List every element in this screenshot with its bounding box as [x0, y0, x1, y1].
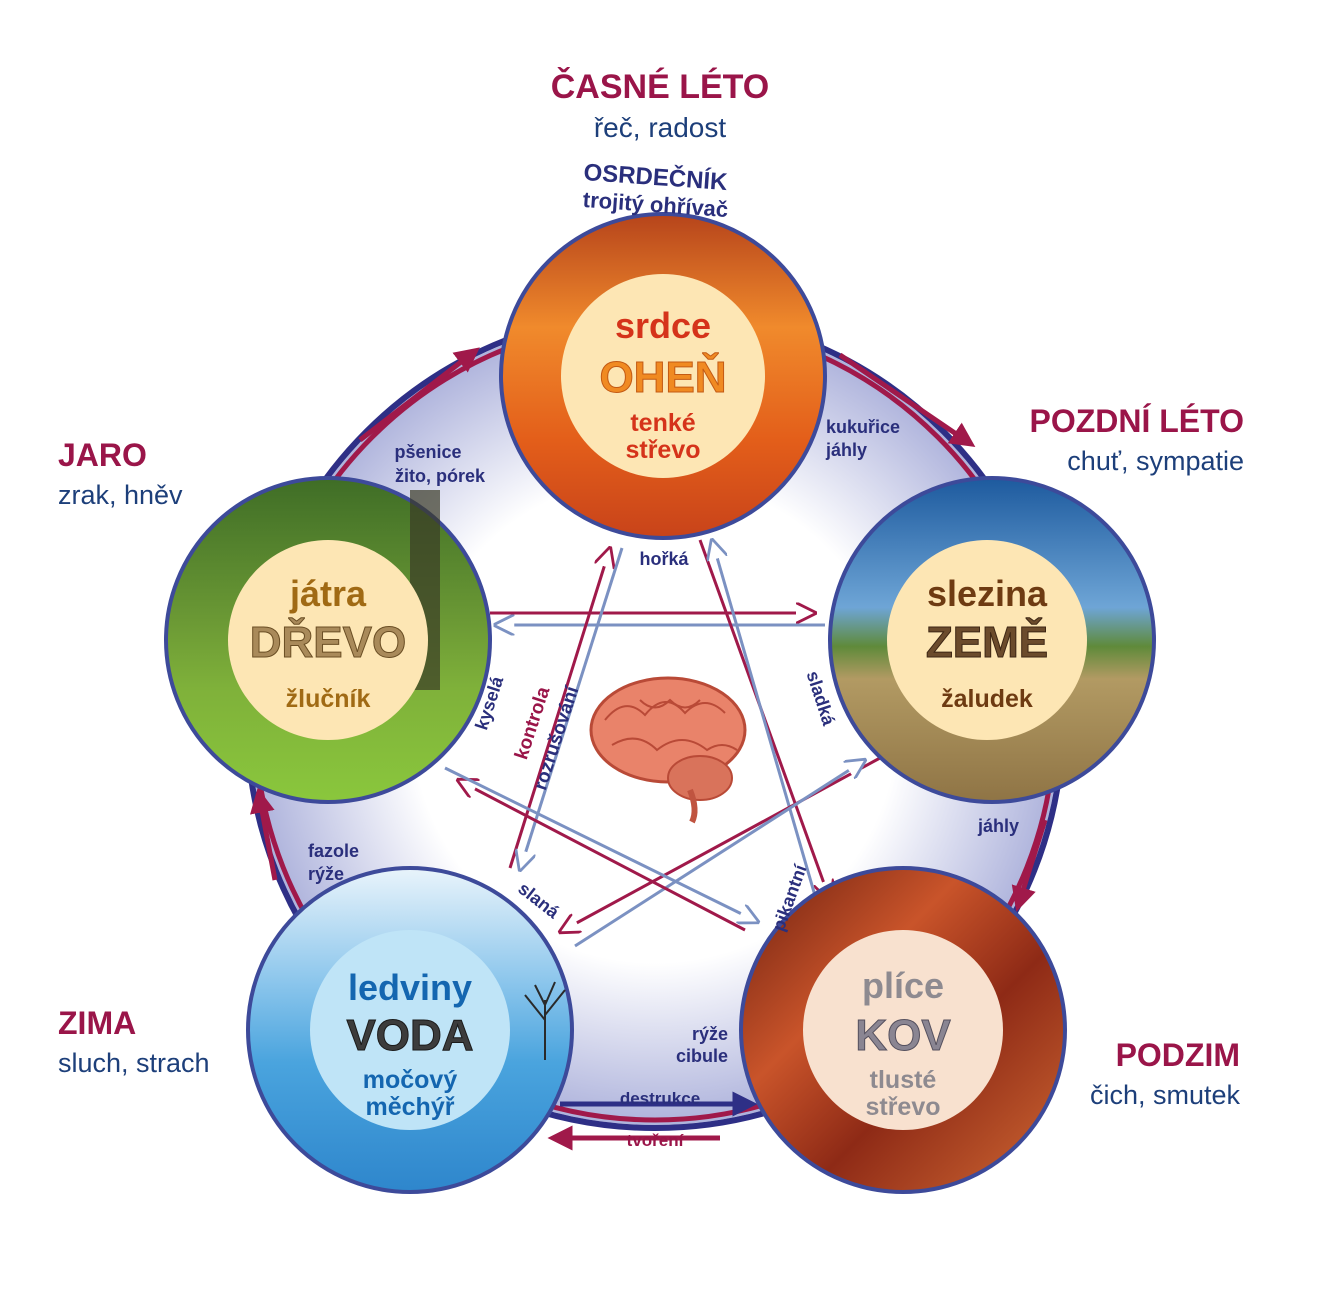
water-organ: ledviny [348, 967, 472, 1008]
wood-circle-center [228, 540, 428, 740]
water-paired1: močový [363, 1066, 458, 1094]
food-wood-fire-1: pšenice [394, 442, 461, 462]
food-metal-water-1: rýže [692, 1024, 728, 1044]
season-autumn: PODZIM [1116, 1037, 1240, 1073]
senses-late-summer: chuť, sympatie [1067, 446, 1244, 476]
food-earth-metal-1: jáhly [977, 816, 1019, 836]
senses-early-summer: řeč, radost [594, 112, 726, 143]
food-water-wood-1: fazole [308, 841, 359, 861]
season-winter: ZIMA [58, 1005, 136, 1041]
element-wood: játra DŘEVO žlučník [164, 476, 492, 804]
fire-element: OHEŇ [599, 352, 726, 402]
fire-paired2: střevo [625, 436, 700, 464]
element-fire: srdce OHEŇ tenké střevo [499, 212, 827, 540]
water-circle-center [310, 930, 510, 1130]
food-wood-fire-2: žito, pórek [395, 466, 486, 486]
metal-circle-center [803, 930, 1003, 1130]
senses-autumn: čich, smutek [1090, 1080, 1241, 1110]
control-arrow-metal-wood [458, 780, 746, 932]
brain-illustration [589, 676, 747, 824]
wood-element: DŘEVO [250, 617, 406, 667]
ring-arrows [250, 347, 1048, 1151]
season-late-summer: POZDNÍ LÉTO [1029, 403, 1244, 439]
fire-paired1: tenké [630, 409, 695, 437]
disrupt-arrow-metal-fire [712, 540, 820, 907]
metal-paired2: střevo [865, 1093, 940, 1121]
earth-organ: slezina [927, 573, 1048, 614]
label-creation: tvoření [627, 1131, 685, 1150]
element-earth: slezina ZEMĚ žaludek [828, 476, 1156, 804]
food-metal-water-2: cibule [676, 1046, 728, 1066]
food-water-wood-2: rýže [308, 864, 344, 884]
earth-paired1: žaludek [941, 685, 1033, 713]
metal-element: KOV [855, 1011, 951, 1060]
fire-circle-center [561, 274, 765, 478]
ring-arrow-wood-fire [358, 347, 480, 442]
season-spring: JARO [58, 437, 147, 473]
water-element: VODA [346, 1011, 473, 1060]
metal-organ: plíce [862, 965, 944, 1006]
water-paired2: měchýř [366, 1093, 455, 1121]
element-metal: plíce KOV tlusté střevo [739, 866, 1067, 1194]
wood-paired1: žlučník [286, 685, 371, 713]
earth-element: ZEMĚ [926, 617, 1048, 667]
pentagram-arrows [444, 540, 881, 948]
control-arrow-earth-water [560, 756, 881, 932]
season-early-summer: ČASNÉ LÉTO [551, 67, 770, 106]
food-fire-earth-2: jáhly [825, 440, 867, 460]
element-water: ledviny VODA močový měchýř [246, 866, 574, 1194]
fire-organ: srdce [615, 305, 711, 346]
label-destruction: destrukce [620, 1089, 700, 1108]
senses-winter: sluch, strach [58, 1048, 210, 1078]
ring-arrow-earth-metal [1011, 819, 1048, 912]
disrupt-arrow-fire-water [520, 547, 624, 870]
senses-spring: zrak, hněv [58, 480, 183, 510]
metal-paired1: tlusté [870, 1066, 937, 1094]
ring-arrow-water-wood [250, 787, 278, 881]
wood-organ: játra [289, 573, 367, 614]
disrupt-arrow-wood-metal [444, 766, 758, 922]
tree-silhouette [524, 981, 566, 1060]
taste-fire: hořká [639, 549, 689, 569]
earth-circle-center [887, 540, 1087, 740]
disrupt-arrow-water-earth [574, 760, 865, 948]
ring-arrow-fire-earth [838, 352, 976, 448]
food-fire-earth-1: kukuřice [826, 417, 900, 437]
